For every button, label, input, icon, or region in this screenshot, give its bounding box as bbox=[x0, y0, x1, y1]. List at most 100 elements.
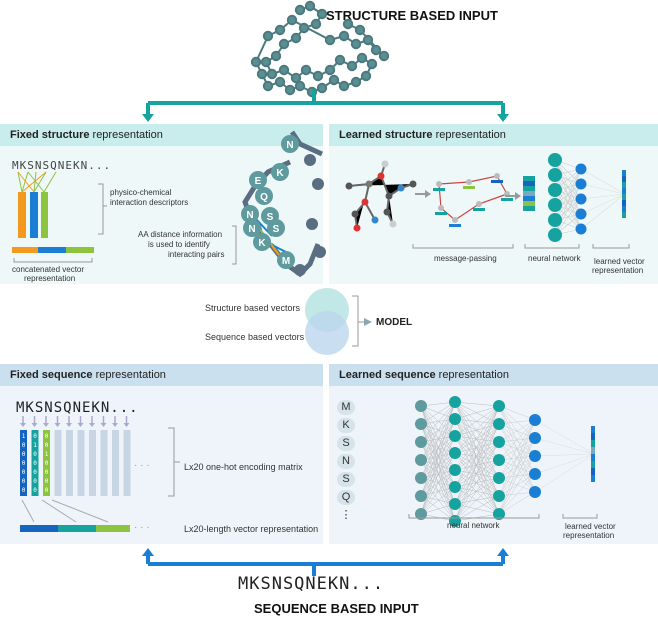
panel-title: Fixed sequence representation bbox=[0, 364, 323, 386]
feature-stack-cell bbox=[523, 186, 535, 191]
sequence-text: MKSNSQNEKN... bbox=[16, 400, 139, 416]
residue-node bbox=[241, 205, 259, 223]
node-feature bbox=[473, 208, 485, 211]
nn-edge bbox=[420, 452, 456, 515]
residue-label: K bbox=[276, 168, 284, 179]
onehot-bit: 0 bbox=[45, 487, 49, 494]
molecule-atom bbox=[389, 220, 397, 228]
title-bold: Learned sequence bbox=[339, 369, 436, 381]
sequence-letter: N bbox=[337, 454, 355, 469]
nn-edge bbox=[454, 459, 500, 522]
learned-vector-cell bbox=[591, 461, 595, 468]
onehot-bit: 0 bbox=[45, 460, 49, 467]
descriptor-label-1: physico-chemical bbox=[110, 188, 172, 197]
concat-label-1: concatenated vector bbox=[12, 265, 85, 274]
nn-node bbox=[493, 508, 505, 520]
atom-sphere bbox=[298, 22, 310, 34]
distance-label-2: is used to identify bbox=[148, 240, 210, 249]
message-passing-graphic bbox=[345, 153, 630, 249]
structure-input-title: STRUCTURE BASED INPUT bbox=[326, 8, 498, 23]
graph-node bbox=[466, 179, 472, 185]
atom-sphere bbox=[360, 70, 372, 82]
nn-edge bbox=[580, 193, 626, 230]
nn-edge bbox=[454, 405, 500, 505]
arrow-head bbox=[100, 423, 107, 427]
nn-edge bbox=[498, 419, 536, 497]
molecule-atom bbox=[371, 216, 379, 224]
atom-sphere bbox=[294, 4, 306, 16]
learned-vector-cell bbox=[622, 194, 626, 200]
protein-structure-image bbox=[250, 0, 390, 98]
nn-edge bbox=[454, 495, 500, 522]
atom-sphere bbox=[324, 34, 336, 46]
learned-vector-cell bbox=[622, 176, 626, 182]
nn-edge bbox=[454, 423, 500, 454]
nn-edge bbox=[454, 418, 500, 425]
onehot-bit: 1 bbox=[22, 433, 26, 440]
graph-node bbox=[438, 205, 444, 211]
nn-edge bbox=[454, 401, 500, 425]
nn-edge bbox=[420, 469, 456, 515]
atom-sphere bbox=[260, 56, 272, 68]
learned-vector-cell bbox=[591, 475, 595, 482]
onehot-column bbox=[43, 430, 50, 496]
descriptor-label-2: interaction descriptors bbox=[110, 198, 189, 207]
vector-dots: · · · bbox=[134, 522, 150, 533]
feature-stack-cell bbox=[523, 206, 535, 211]
nn-edge bbox=[454, 401, 500, 443]
nn-edge bbox=[454, 405, 500, 454]
nn-edge bbox=[580, 193, 626, 200]
sequence-text: MKSNSQNEKN... bbox=[12, 159, 112, 172]
nn-edge bbox=[454, 459, 500, 471]
nn-edge bbox=[420, 401, 456, 425]
residue-node bbox=[255, 187, 273, 205]
nn-edge bbox=[454, 441, 500, 454]
graph-node bbox=[436, 181, 442, 187]
nn-node bbox=[415, 436, 427, 448]
learned-vector-cell bbox=[622, 206, 626, 212]
nn-edge bbox=[420, 401, 456, 443]
nn-edge bbox=[534, 437, 595, 455]
nn-edge bbox=[454, 401, 500, 461]
nn-node bbox=[548, 198, 562, 212]
learned-vector-cell bbox=[591, 440, 595, 447]
nn-edge bbox=[454, 469, 500, 497]
nn-edge bbox=[420, 423, 456, 454]
nn-edge bbox=[454, 452, 500, 479]
nn-edge bbox=[454, 441, 500, 522]
onehot-bit: 0 bbox=[22, 460, 26, 467]
nn-edge bbox=[420, 477, 456, 505]
residue-label: Q bbox=[260, 192, 268, 203]
nn-edge bbox=[454, 503, 500, 515]
onehot-column bbox=[100, 430, 108, 496]
onehot-bit: 0 bbox=[33, 460, 37, 467]
atom-sphere bbox=[290, 72, 302, 84]
atom-sphere bbox=[356, 52, 368, 64]
onehot-bit: 0 bbox=[33, 478, 37, 485]
arrow-head bbox=[54, 423, 61, 427]
panel-title: Fixed structure representation bbox=[0, 124, 323, 146]
onehot-column bbox=[112, 430, 119, 496]
atom-sphere bbox=[354, 24, 366, 36]
sequence-letter: M bbox=[337, 400, 355, 415]
fixed-sequence-panel: Fixed sequence representation MKSNSQNEKN… bbox=[0, 364, 323, 544]
nn-node bbox=[575, 208, 587, 220]
nn-edge bbox=[454, 469, 500, 515]
nn-edge bbox=[454, 418, 500, 497]
onehot-column bbox=[31, 430, 39, 496]
nn-edge bbox=[534, 453, 595, 493]
nn-edge bbox=[420, 459, 456, 522]
nn-edge bbox=[420, 405, 456, 471]
nn-edge bbox=[454, 418, 500, 515]
onehot-column bbox=[89, 430, 96, 496]
nn-edge bbox=[498, 405, 536, 421]
nn-edge bbox=[420, 423, 456, 437]
title-bold: Learned structure bbox=[339, 129, 433, 141]
nn-edge bbox=[454, 495, 500, 505]
atom-sphere bbox=[316, 8, 328, 20]
nn-node bbox=[493, 490, 505, 502]
nn-edge bbox=[454, 452, 500, 515]
nn-edge bbox=[454, 469, 500, 479]
arrow-head bbox=[20, 423, 26, 427]
nn-edge bbox=[454, 405, 500, 437]
